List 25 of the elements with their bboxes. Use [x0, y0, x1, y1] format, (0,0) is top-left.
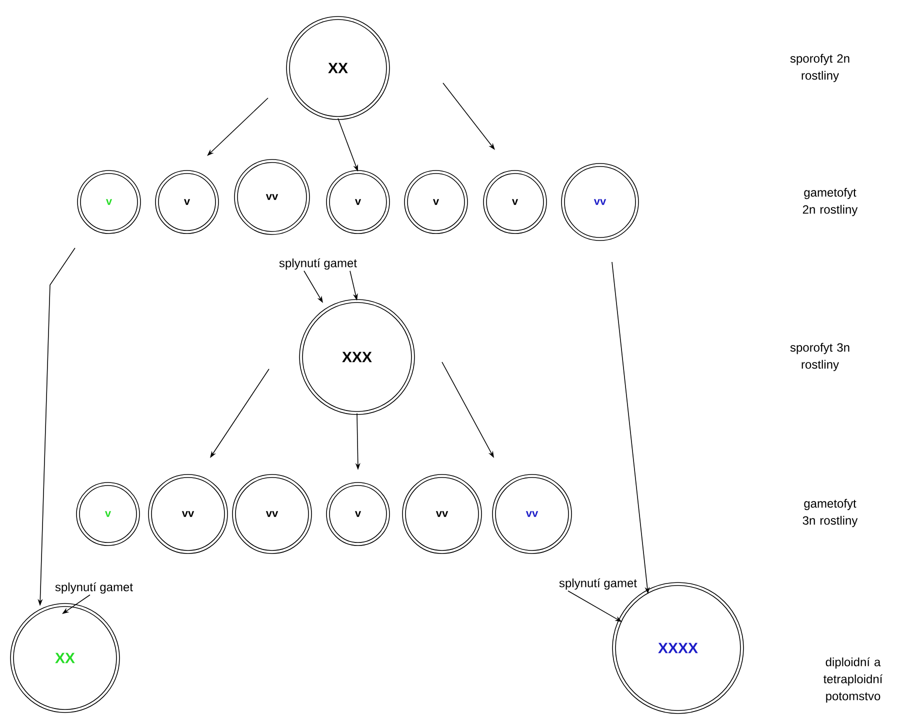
- circle-node: v: [326, 482, 390, 546]
- circle-node: v: [326, 170, 390, 234]
- circle-node: v: [483, 170, 547, 234]
- circle-node: XXX: [299, 299, 415, 415]
- arrow: [207, 98, 268, 156]
- circle-node: vv: [234, 159, 310, 235]
- side-label: gametofyt 2n rostliny: [802, 188, 858, 216]
- process-label: splynutí gamet: [559, 578, 637, 590]
- side-label: gametofyt 3n rostliny: [802, 498, 858, 528]
- circle-node: vv: [148, 474, 228, 554]
- process-label: splynutí gamet: [55, 582, 133, 594]
- side-label: sporofyt 2n rostliny: [790, 54, 850, 82]
- circle-node: vv: [232, 474, 312, 554]
- side-label: sporofyt 3n rostliny: [790, 342, 850, 372]
- side-label: diploidní a tetraploidní potomstvo: [824, 657, 883, 703]
- circle-node: v: [77, 170, 141, 234]
- circle-node: XX: [286, 16, 390, 120]
- circle-node: v: [76, 482, 140, 546]
- circle-node: XX: [10, 603, 120, 713]
- circle-node: vv: [561, 163, 639, 241]
- circle-node: vv: [492, 474, 572, 554]
- circle-node: vv: [402, 474, 482, 554]
- circle-node: v: [155, 170, 219, 234]
- process-label: splynutí gamet: [279, 258, 357, 270]
- circle-node: v: [404, 170, 468, 234]
